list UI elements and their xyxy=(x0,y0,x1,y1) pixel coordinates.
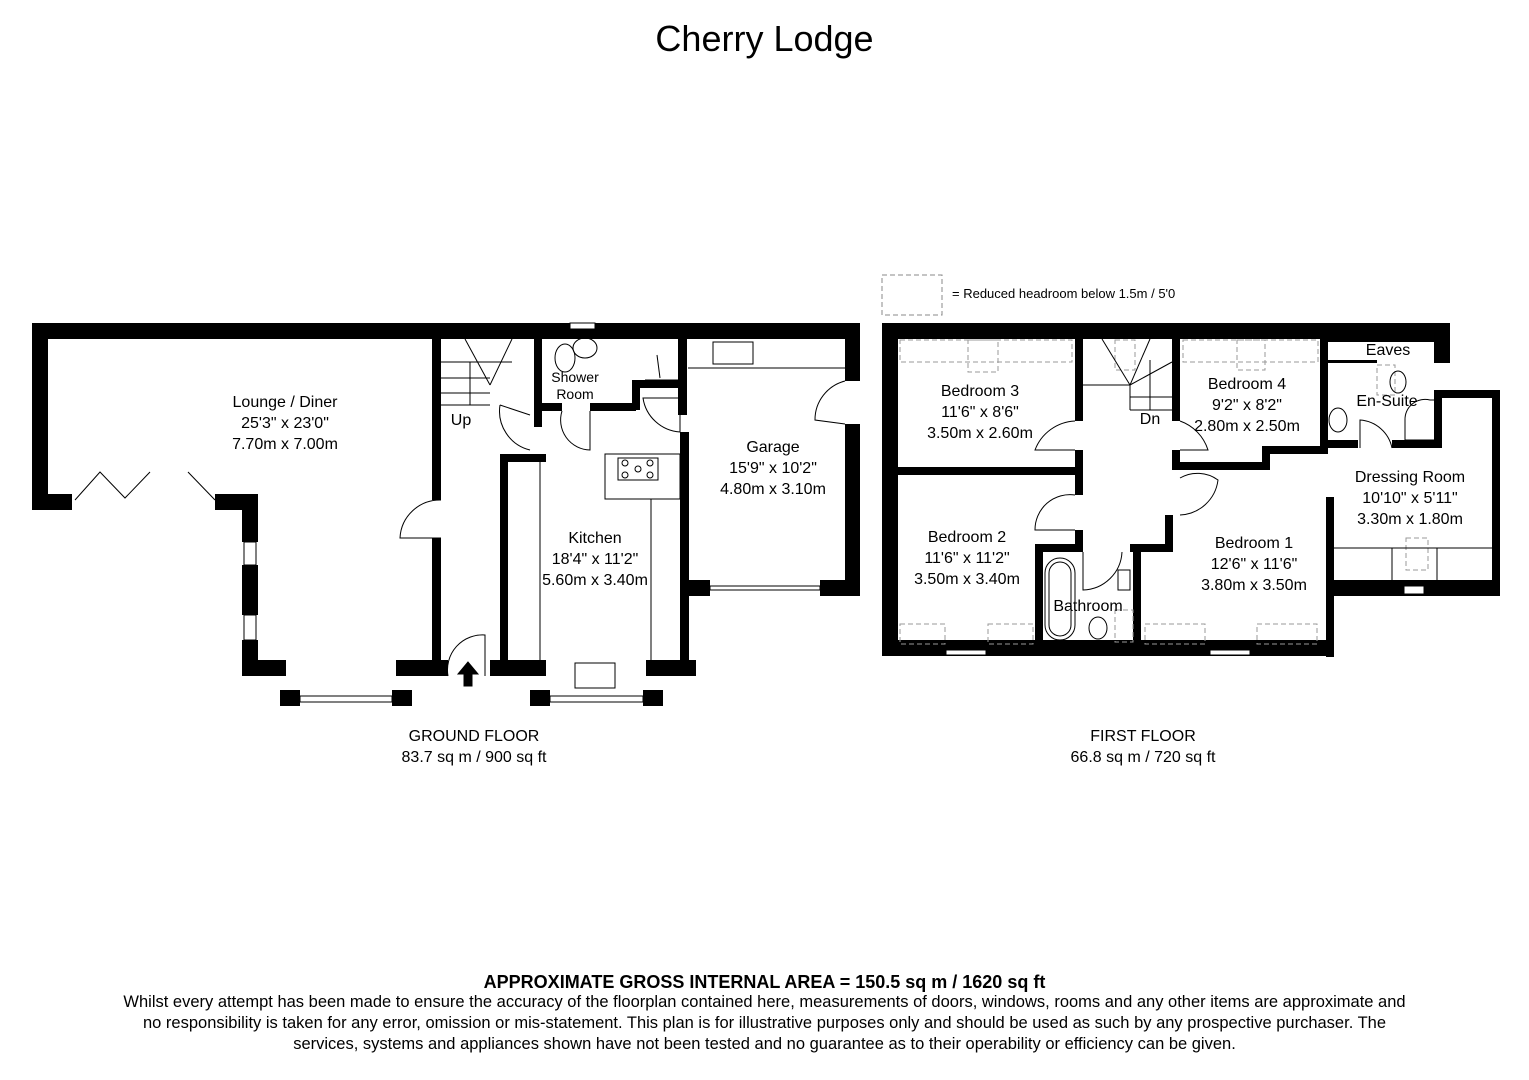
first-floor-area: 66.8 sq m / 720 sq ft xyxy=(1070,749,1216,766)
bedroom4-imperial: 9'2" x 8'2" xyxy=(1212,397,1282,414)
bathroom-name: Bathroom xyxy=(1053,598,1122,615)
lounge-imperial: 25'3" x 23'0" xyxy=(241,415,329,432)
eaves-name: Eaves xyxy=(1366,342,1410,359)
reduced-headroom-legend-box xyxy=(881,274,943,316)
stairs-up-label: Up xyxy=(451,412,472,429)
reduced-headroom-legend: = Reduced headroom below 1.5m / 5'0 xyxy=(952,286,1176,301)
garage-name: Garage xyxy=(746,439,799,456)
dressing-imperial: 10'10" x 5'11" xyxy=(1362,490,1457,507)
garage-imperial: 15'9" x 10'2" xyxy=(729,460,817,477)
gross-internal-area: APPROXIMATE GROSS INTERNAL AREA = 150.5 … xyxy=(483,972,1046,992)
shower-room-name-2: Room xyxy=(556,386,593,402)
ground-floor-label: GROUND FLOOR xyxy=(408,728,540,745)
bedroom4-metric: 2.80m x 2.50m xyxy=(1194,418,1300,435)
ground-floor-area: 83.7 sq m / 900 sq ft xyxy=(401,749,547,766)
bedroom2-name: Bedroom 2 xyxy=(928,529,1006,546)
bedroom3-metric: 3.50m x 2.60m xyxy=(927,425,1033,442)
bedroom1-metric: 3.80m x 3.50m xyxy=(1201,577,1307,594)
bedroom4-name: Bedroom 4 xyxy=(1208,376,1286,393)
stairs-down-label: Dn xyxy=(1140,411,1160,428)
ground-floor-caption: GROUND FLOOR 83.7 sq m / 900 sq ft xyxy=(344,726,604,768)
bedroom3-imperial: 11'6" x 8'6" xyxy=(941,404,1019,421)
first-floor-caption: FIRST FLOOR 66.8 sq m / 720 sq ft xyxy=(1013,726,1273,768)
ground-floor-walls xyxy=(32,323,860,706)
footer: APPROXIMATE GROSS INTERNAL AREA = 150.5 … xyxy=(0,972,1529,1055)
dressing-metric: 3.30m x 1.80m xyxy=(1357,511,1463,528)
bedroom3-name: Bedroom 3 xyxy=(941,383,1019,400)
first-floor-fixtures xyxy=(899,338,1492,656)
kitchen-metric: 5.60m x 3.40m xyxy=(542,572,648,589)
kitchen-name: Kitchen xyxy=(568,530,621,547)
garage-metric: 4.80m x 3.10m xyxy=(720,481,826,498)
dressing-name: Dressing Room xyxy=(1355,469,1465,486)
lounge-metric: 7.70m x 7.00m xyxy=(232,436,338,453)
first-floor-label: FIRST FLOOR xyxy=(1090,728,1196,745)
plan-title: Cherry Lodge xyxy=(655,18,874,59)
ensuite-name: En-Suite xyxy=(1356,393,1417,410)
ground-floor-fixtures xyxy=(74,322,846,703)
bedroom1-name: Bedroom 1 xyxy=(1215,535,1293,552)
first-floor-room-labels: Bedroom 3 11'6" x 8'6" 3.50m x 2.60m Dn … xyxy=(914,342,1465,615)
kitchen-imperial: 18'4" x 11'2" xyxy=(552,551,639,568)
bedroom2-imperial: 11'6" x 11'2" xyxy=(924,550,1009,567)
bedroom1-imperial: 12'6" x 11'6" xyxy=(1211,556,1298,573)
ground-floor-room-labels: Lounge / Diner 25'3" x 23'0" 7.70m x 7.0… xyxy=(232,369,826,589)
bedroom2-metric: 3.50m x 3.40m xyxy=(914,571,1020,588)
disclaimer: Whilst every attempt has been made to en… xyxy=(123,993,1406,1053)
shower-room-name-1: Shower xyxy=(551,369,599,385)
lounge-name: Lounge / Diner xyxy=(233,394,339,411)
